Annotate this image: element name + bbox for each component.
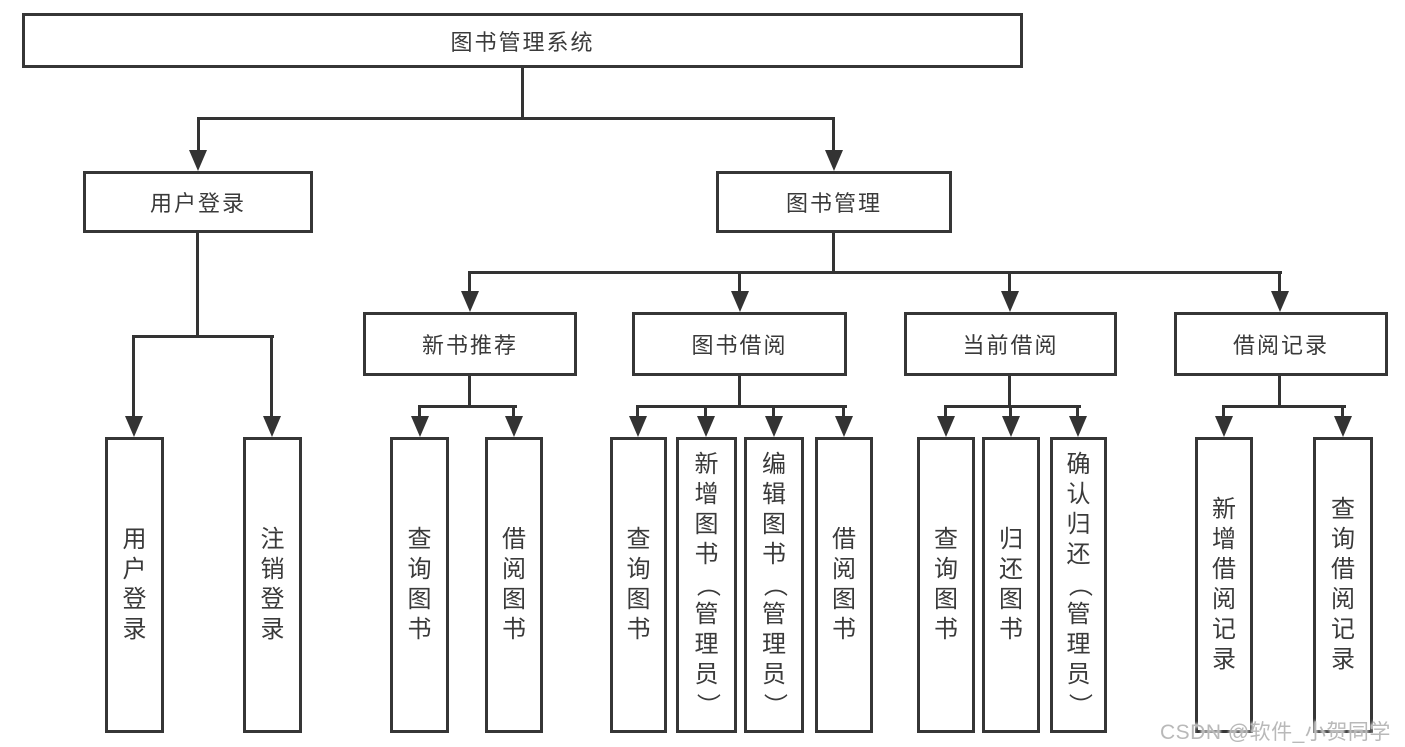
node-label: 当前借阅 xyxy=(962,333,1059,358)
arrowhead-down-icon xyxy=(1002,416,1020,437)
connector-line xyxy=(738,376,741,408)
connector-line xyxy=(704,405,707,418)
node-label: 图书管理系统 xyxy=(450,29,595,55)
arrowhead-down-icon xyxy=(835,416,853,437)
node-leaf-recommend-borrow-books: 借阅图书 xyxy=(485,437,543,733)
connector-line xyxy=(832,117,835,152)
connector-line xyxy=(132,335,274,338)
arrowhead-down-icon xyxy=(1334,416,1352,437)
node-label: 编辑图书（管理员） xyxy=(761,451,788,717)
arrowhead-down-icon xyxy=(1215,416,1233,437)
connector-line xyxy=(512,405,515,418)
connector-line xyxy=(1008,271,1011,293)
connector-line xyxy=(636,405,847,408)
arrowhead-down-icon xyxy=(263,416,281,437)
node-label: 查询借阅记录 xyxy=(1331,496,1355,673)
node-new-book-recommend: 新书推荐 xyxy=(363,312,577,376)
connector-line xyxy=(832,233,835,273)
node-label: 确认归还（管理员） xyxy=(1065,451,1093,717)
arrowhead-down-icon xyxy=(1001,291,1019,312)
node-leaf-user-login: 用户登录 xyxy=(105,437,164,733)
connector-line xyxy=(944,405,1081,408)
connector-line xyxy=(944,405,947,418)
node-leaf-logout: 注销登录 xyxy=(243,437,302,733)
connector-line xyxy=(1222,405,1225,418)
connector-line xyxy=(418,405,421,418)
connector-line xyxy=(842,405,845,418)
node-label: 查询图书 xyxy=(407,526,432,643)
node-label: 新增借阅记录 xyxy=(1212,496,1236,673)
arrowhead-down-icon xyxy=(461,291,479,312)
node-leaf-records-add-record: 新增借阅记录 xyxy=(1195,437,1253,733)
connector-line xyxy=(1278,271,1281,293)
connector-line xyxy=(521,68,524,120)
node-label: 注销登录 xyxy=(260,526,285,643)
node-label: 图书管理 xyxy=(785,191,882,216)
arrowhead-down-icon xyxy=(1069,416,1087,437)
arrowhead-down-icon xyxy=(697,416,715,437)
node-label: 用户登录 xyxy=(122,526,147,643)
arrowhead-down-icon xyxy=(411,416,429,437)
node-library-management-system: 图书管理系统 xyxy=(22,13,1023,68)
connector-line xyxy=(197,117,835,120)
connector-line xyxy=(1341,405,1344,418)
node-leaf-current-return-books: 归还图书 xyxy=(982,437,1040,733)
arrowhead-down-icon xyxy=(189,150,207,171)
connector-line xyxy=(1076,405,1079,418)
connector-line xyxy=(418,405,517,408)
arrowhead-down-icon xyxy=(937,416,955,437)
node-leaf-borrowing-edit-books-admin: 编辑图书（管理员） xyxy=(744,437,804,733)
node-label: 用户登录 xyxy=(149,191,246,216)
node-label: 新书推荐 xyxy=(421,333,518,358)
connector-line xyxy=(772,405,775,418)
node-book-borrowing: 图书借阅 xyxy=(632,312,847,376)
connector-line xyxy=(1222,405,1346,408)
connector-line xyxy=(1278,376,1281,408)
arrowhead-down-icon xyxy=(125,416,143,437)
node-leaf-borrowing-query-books: 查询图书 xyxy=(610,437,667,733)
node-leaf-recommend-query-books: 查询图书 xyxy=(390,437,449,733)
connector-line xyxy=(468,271,471,293)
arrowhead-down-icon xyxy=(1271,291,1289,312)
node-leaf-borrowing-borrow-books: 借阅图书 xyxy=(815,437,873,733)
arrowhead-down-icon xyxy=(765,416,783,437)
arrowhead-down-icon xyxy=(629,416,647,437)
connector-line xyxy=(636,405,639,418)
arrowhead-down-icon xyxy=(731,291,749,312)
node-leaf-current-query-books: 查询图书 xyxy=(917,437,975,733)
node-label: 借阅图书 xyxy=(832,526,856,643)
node-user-login: 用户登录 xyxy=(83,171,313,233)
node-leaf-current-confirm-return-admin: 确认归还（管理员） xyxy=(1050,437,1107,733)
connector-line xyxy=(468,376,471,408)
node-label: 图书借阅 xyxy=(691,333,788,358)
node-label: 归还图书 xyxy=(999,526,1023,643)
connector-line xyxy=(468,271,1282,274)
connector-line xyxy=(197,117,200,152)
node-label: 借阅记录 xyxy=(1232,333,1329,358)
connector-line xyxy=(738,271,741,293)
node-label: 新增图书（管理员） xyxy=(693,451,721,717)
node-book-management: 图书管理 xyxy=(716,171,952,233)
node-leaf-borrowing-add-books-admin: 新增图书（管理员） xyxy=(676,437,737,733)
node-label: 查询图书 xyxy=(934,526,958,643)
connector-line xyxy=(1009,405,1012,418)
watermark-text: CSDN @软件_小贺同学 xyxy=(1160,721,1391,744)
node-label: 借阅图书 xyxy=(502,526,526,643)
arrowhead-down-icon xyxy=(505,416,523,437)
node-borrow-records: 借阅记录 xyxy=(1174,312,1388,376)
arrowhead-down-icon xyxy=(825,150,843,171)
connector-line xyxy=(270,335,273,418)
connector-line xyxy=(196,233,199,337)
connector-line xyxy=(132,335,135,418)
node-current-borrowing: 当前借阅 xyxy=(904,312,1117,376)
node-label: 查询图书 xyxy=(626,526,651,643)
node-leaf-records-query-record: 查询借阅记录 xyxy=(1313,437,1373,733)
connector-line xyxy=(1008,376,1011,408)
